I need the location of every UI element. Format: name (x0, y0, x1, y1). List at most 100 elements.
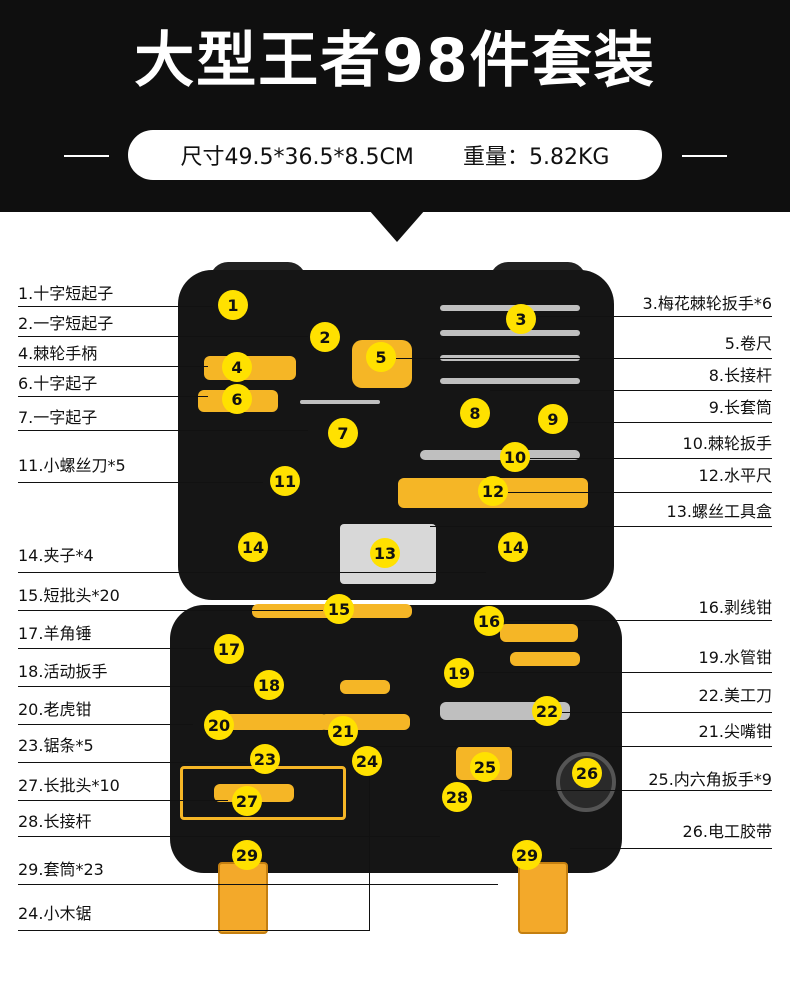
label-item-26: 26.电工胶带 (682, 822, 772, 841)
label-item-4: 4.棘轮手柄 (18, 344, 98, 363)
marker-3: 3 (506, 304, 536, 334)
toolbox-base (170, 605, 622, 873)
marker-10: 10 (500, 442, 530, 472)
marker-29: 29 (512, 840, 542, 870)
callout-line (500, 790, 772, 791)
label-item-22: 22.美工刀 (698, 686, 772, 705)
callout-line (18, 724, 193, 725)
pipe-wrench-tool (510, 652, 580, 666)
latch-left (218, 862, 268, 934)
callout-line (18, 648, 213, 649)
marker-14: 14 (498, 532, 528, 562)
callout-line (18, 306, 213, 307)
callout-line (18, 336, 308, 337)
wire-stripper-tool (500, 624, 578, 642)
callout-line (505, 620, 772, 621)
adjustable-wrench-tool (340, 680, 390, 694)
callout-line (530, 458, 772, 459)
label-item-5: 5.卷尺 (724, 334, 772, 353)
label-item-14: 14.夹子*4 (18, 546, 94, 565)
label-item-10: 10.棘轮扳手 (682, 434, 772, 453)
marker-11: 11 (270, 466, 300, 496)
marker-28: 28 (442, 782, 472, 812)
callout-line (475, 672, 772, 673)
marker-20: 20 (204, 710, 234, 740)
marker-27: 27 (232, 786, 262, 816)
callout-line (18, 482, 263, 483)
divider-left (64, 155, 109, 157)
callout-line (568, 422, 772, 423)
callout-line (18, 930, 370, 931)
callout-line (570, 848, 772, 849)
hacksaw-tool (180, 766, 346, 820)
callout-line (18, 396, 208, 397)
marker-22: 22 (532, 696, 562, 726)
label-item-1: 1.十字短起子 (18, 284, 114, 303)
callout-line (18, 762, 248, 763)
marker-17: 17 (214, 634, 244, 664)
marker-18: 18 (254, 670, 284, 700)
label-item-2: 2.一字短起子 (18, 314, 114, 333)
label-item-12: 12.水平尺 (698, 466, 772, 485)
marker-6: 6 (222, 384, 252, 414)
marker-4: 4 (222, 352, 252, 382)
label-item-20: 20.老虎钳 (18, 700, 92, 719)
label-item-15: 15.短批头*20 (18, 586, 120, 605)
label-item-3: 3.梅花棘轮扳手*6 (642, 294, 772, 313)
marker-21: 21 (328, 716, 358, 746)
label-item-18: 18.活动扳手 (18, 662, 108, 681)
marker-12: 12 (478, 476, 508, 506)
callout-line (562, 712, 772, 713)
pliers-tool (208, 714, 328, 730)
label-item-24: 24.小木锯 (18, 904, 92, 923)
weight-spec: 重量：5.82KG (462, 145, 610, 170)
label-item-27: 27.长批头*10 (18, 776, 120, 795)
callout-line (490, 390, 772, 391)
marker-2: 2 (310, 322, 340, 352)
label-item-6: 6.十字起子 (18, 374, 98, 393)
callout-line (18, 430, 308, 431)
screwdriver-shaft (300, 400, 380, 404)
label-item-23: 23.锯条*5 (18, 736, 94, 755)
marker-16: 16 (474, 606, 504, 636)
callout-line (18, 610, 323, 611)
wrench-tool (440, 330, 580, 336)
label-item-25: 25.内六角扳手*9 (648, 770, 772, 789)
size-spec: 尺寸49.5*36.5*8.5CM (180, 145, 414, 170)
callout-line (18, 686, 253, 687)
marker-23: 23 (250, 744, 280, 774)
callout-line (18, 836, 440, 837)
label-item-7: 7.一字起子 (18, 408, 98, 427)
label-item-28: 28.长接杆 (18, 812, 92, 831)
marker-24: 24 (352, 746, 382, 776)
callout-line (18, 800, 228, 801)
callout-line (508, 492, 772, 493)
marker-25: 25 (470, 752, 500, 782)
label-item-16: 16.剥线钳 (698, 598, 772, 617)
marker-5: 5 (366, 342, 396, 372)
callout-line (18, 572, 486, 573)
callout-line (430, 526, 772, 527)
marker-8: 8 (460, 398, 490, 428)
label-item-19: 19.水管钳 (698, 648, 772, 667)
label-item-13: 13.螺丝工具盒 (666, 502, 772, 521)
callout-line (18, 366, 208, 367)
banner-pointer (369, 210, 425, 242)
marker-29: 29 (232, 840, 262, 870)
latch-right (518, 862, 568, 934)
label-item-21: 21.尖嘴钳 (698, 722, 772, 741)
callout-line (396, 358, 772, 359)
divider-right (682, 155, 727, 157)
callout-line-vertical (369, 776, 370, 931)
marker-15: 15 (324, 594, 354, 624)
marker-9: 9 (538, 404, 568, 434)
callout-line (536, 316, 772, 317)
callout-line (18, 884, 498, 885)
marker-26: 26 (572, 758, 602, 788)
wrench-tool (440, 378, 580, 384)
label-item-11: 11.小螺丝刀*5 (18, 456, 126, 475)
label-item-9: 9.长套筒 (708, 398, 772, 417)
label-item-17: 17.羊角锤 (18, 624, 92, 643)
spec-pill: 尺寸49.5*36.5*8.5CM 重量：5.82KG (128, 130, 662, 180)
page-title: 大型王者98件套装 (134, 26, 656, 96)
